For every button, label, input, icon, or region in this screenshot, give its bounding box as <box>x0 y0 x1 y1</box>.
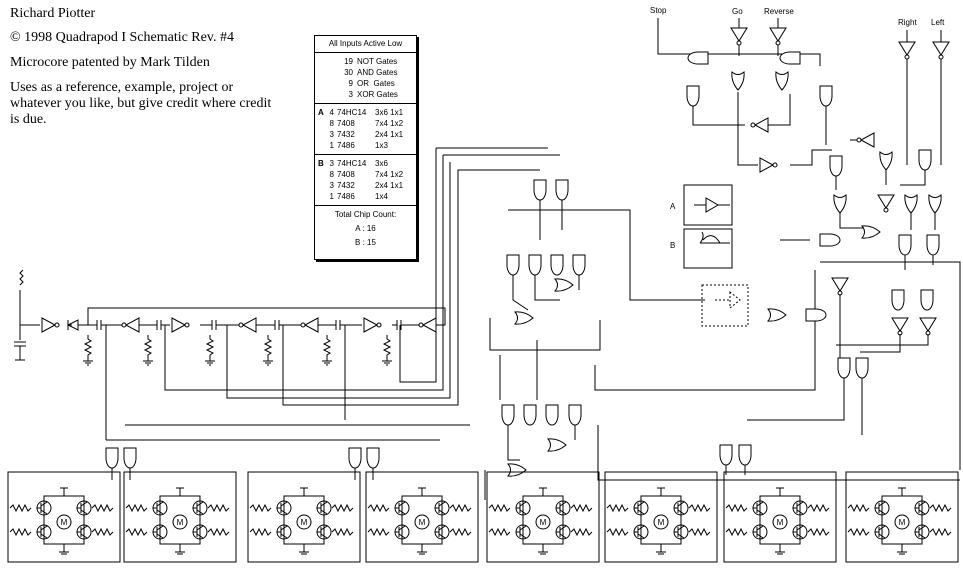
total-label: Total Chip Count: <box>334 210 397 219</box>
motor-label: M <box>540 518 547 527</box>
legend-a: A <box>670 202 676 211</box>
h-bridge-driver: M <box>123 471 237 563</box>
logic-cluster-upper <box>489 179 705 351</box>
motor-icon <box>172 514 188 530</box>
motor-label: M <box>899 518 906 527</box>
motor-label: M <box>301 518 308 527</box>
motor-icon <box>56 514 72 530</box>
reverse-input-inverter <box>769 18 787 56</box>
total-chip-count: Total Chip Count: A : 16 B : 15 <box>315 206 416 251</box>
logic-cluster-lower <box>484 270 960 500</box>
h-bridge-driver: M <box>845 471 959 563</box>
go-label: Go <box>732 7 743 16</box>
h-bridge-driver: M <box>365 471 479 563</box>
microcore-oscillator <box>14 147 560 440</box>
motor-icon <box>653 514 669 530</box>
h-bridge-driver: M <box>604 471 718 563</box>
left-label: Left <box>931 18 945 27</box>
patent-line: Microcore patented by Mark Tilden <box>10 55 210 70</box>
motor-label: M <box>777 518 784 527</box>
go-input-inverter <box>730 18 748 56</box>
motor-icon <box>535 514 551 530</box>
legend-b: B <box>670 241 675 250</box>
motor-label: M <box>658 518 665 527</box>
motor-label: M <box>419 518 426 527</box>
motor-icon <box>414 514 430 530</box>
stop-label: Stop <box>650 6 667 15</box>
motor-label: M <box>61 518 68 527</box>
usage-line: Uses as a reference, example, project or… <box>10 80 272 127</box>
reverse-label: Reverse <box>764 7 794 16</box>
author-name: Richard Piotter <box>10 6 96 21</box>
total-a: A : 16 <box>355 224 376 233</box>
right-label: Right <box>898 18 917 27</box>
copyright-line: © 1998 Quadrapod I Schematic Rev. #4 <box>10 30 234 45</box>
selectable-xor-block <box>701 284 827 327</box>
control-logic <box>674 51 961 470</box>
author-notes: Richard Piotter © 1998 Quadrapod I Schem… <box>10 6 280 137</box>
motor-icon <box>894 514 910 530</box>
xor-legend <box>683 184 733 269</box>
driver-gates <box>105 424 752 480</box>
motor-icon <box>296 514 312 530</box>
left-input-inverter <box>932 30 950 165</box>
motor-icon <box>772 514 788 530</box>
stop-input-line <box>657 18 674 55</box>
right-input-inverter <box>898 30 916 165</box>
total-b: B : 15 <box>355 238 376 247</box>
h-bridge-driver: M <box>7 471 121 563</box>
h-bridge-driver: M <box>723 471 837 563</box>
h-bridge-driver: M <box>247 471 361 563</box>
chip-summary-header: All Inputs Active Low <box>315 36 416 53</box>
motor-label: M <box>177 518 184 527</box>
h-bridge-driver: M <box>486 471 600 563</box>
